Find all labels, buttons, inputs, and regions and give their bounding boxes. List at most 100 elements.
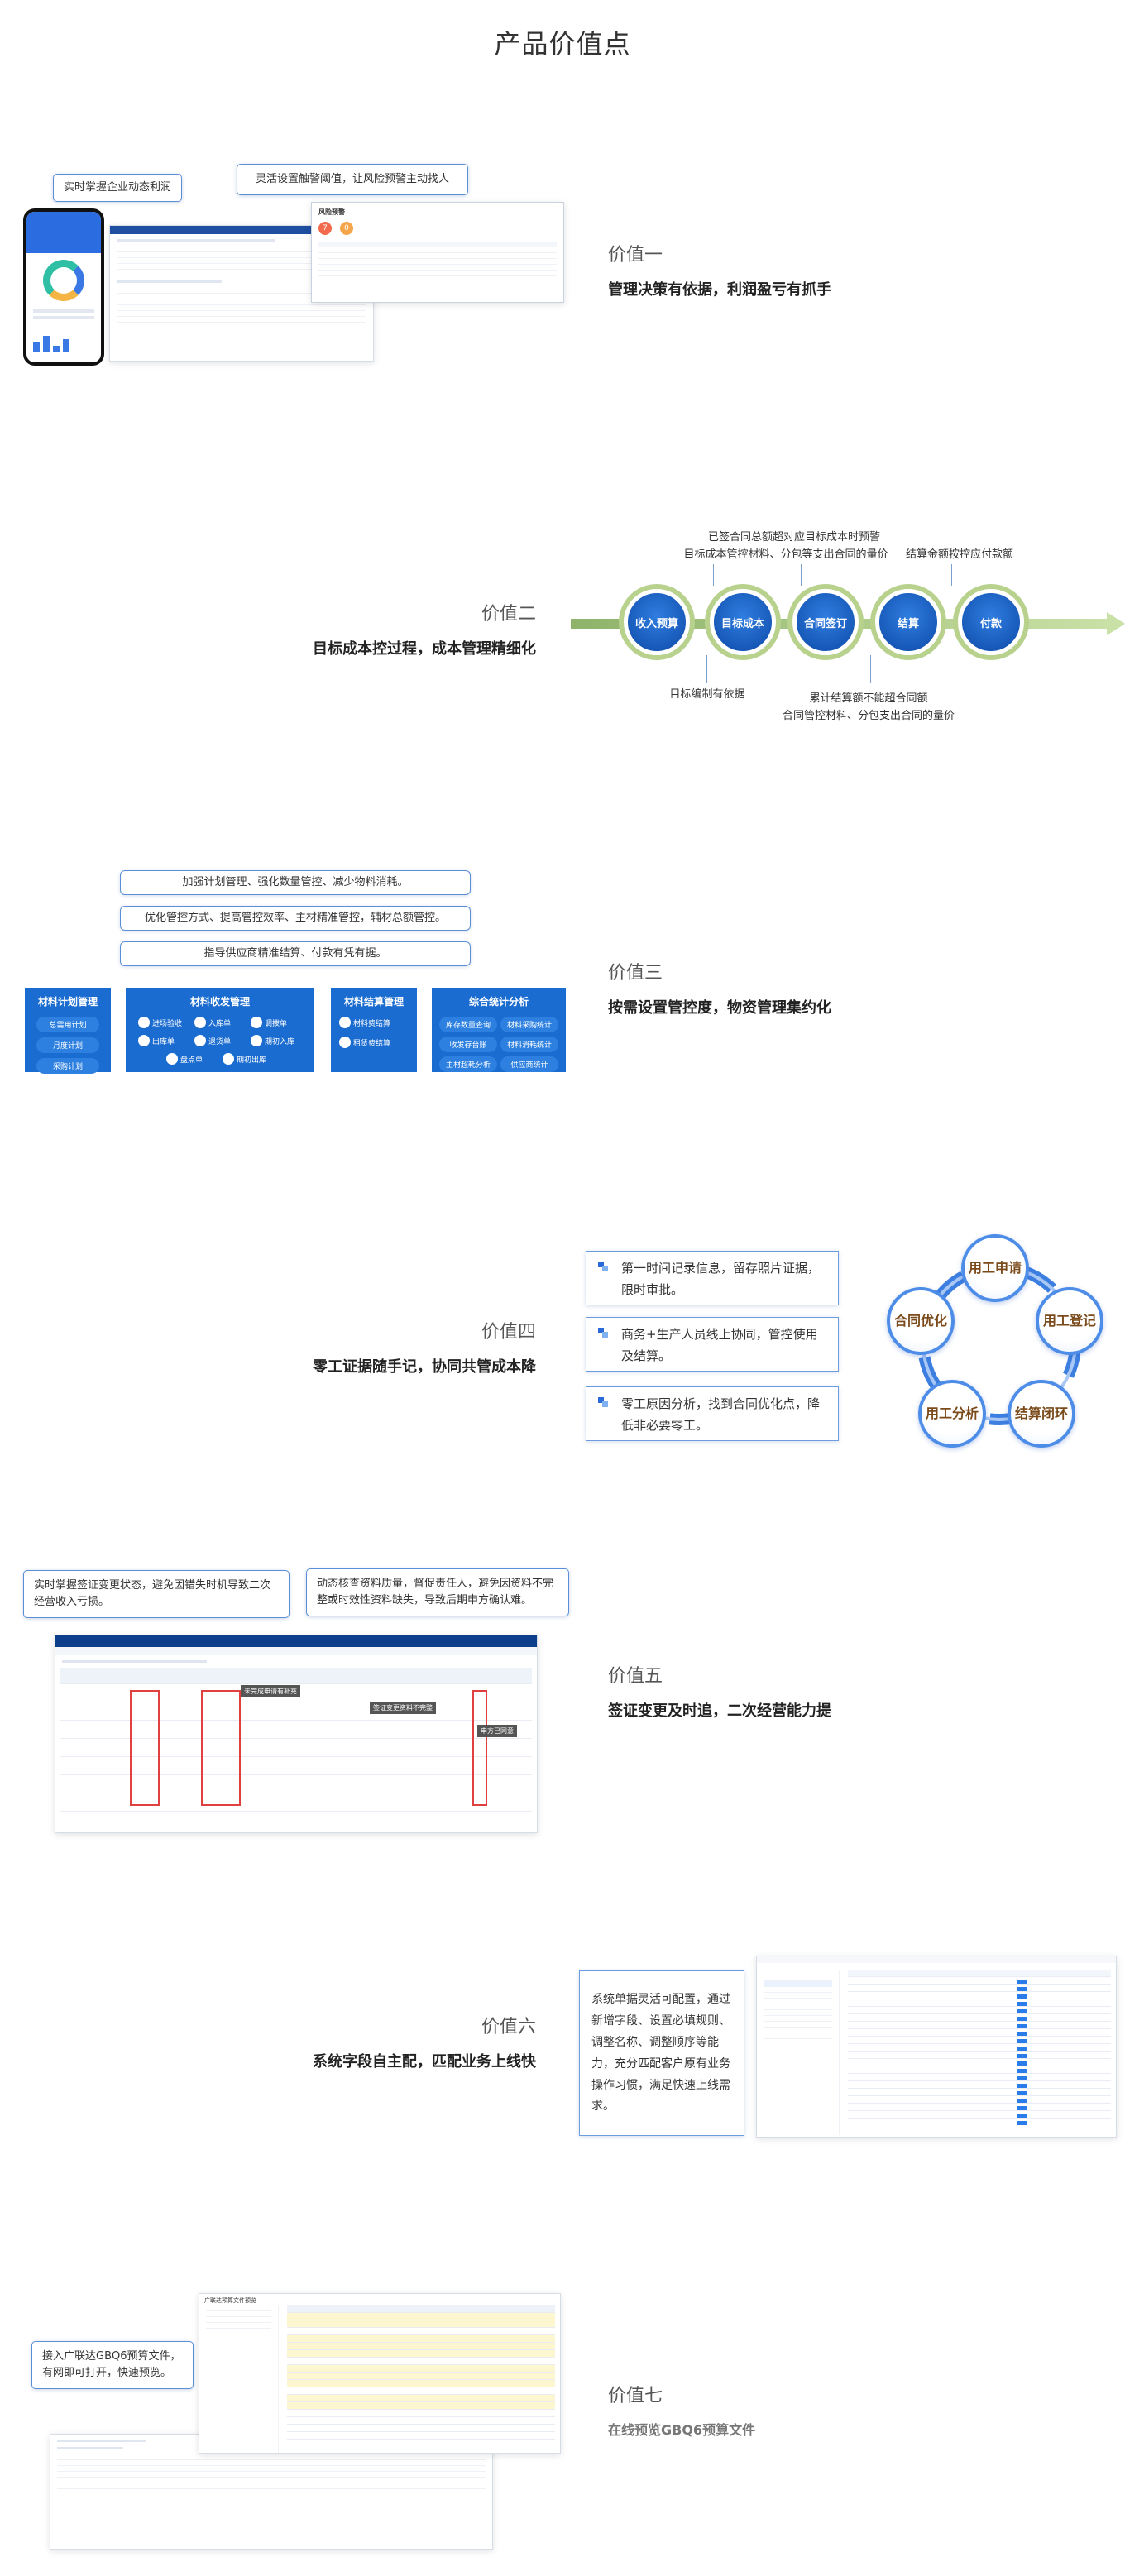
value7-callout: 接入广联达GBQ6预算文件，有网即可打开，快速预览。 — [31, 2341, 194, 2390]
box-icon — [251, 1035, 262, 1046]
value5-title: 价值五 — [608, 1666, 663, 1687]
card-item: 盘点单 — [166, 1053, 218, 1065]
box-icon — [251, 1017, 262, 1028]
card-item: 期初入库 — [251, 1035, 302, 1046]
value2-connector-1 — [713, 564, 714, 586]
value7-title: 价值七 — [608, 2386, 663, 2406]
value1-callout-left: 实时掌握企业动态利润 — [53, 174, 183, 203]
value5-subtitle: 签证变更及时追，二次经营能力提 — [608, 1702, 831, 1720]
value7-text: 价值七 在线预览GBQ6预算文件 — [608, 2381, 755, 2439]
highlight-box — [201, 1690, 241, 1806]
box-icon — [138, 1035, 150, 1046]
tooltip: 签证变更资料不完整 — [370, 1702, 436, 1714]
value5-text: 价值五 签证变更及时追，二次经营能力提 — [608, 1661, 831, 1721]
value3-card-plan: 材料计划管理 总需用计划 月度计划 采购计划 — [25, 988, 111, 1074]
card-title: 材料计划管理 — [37, 996, 98, 1008]
value2-note-bottom-1: 累计结算额不能超合同额 — [809, 692, 928, 705]
box-icon — [194, 1017, 206, 1028]
value2-connector-2 — [801, 564, 802, 586]
card-item: 期初出库 — [223, 1053, 274, 1065]
bullet-icon — [598, 1328, 608, 1338]
value4-text: 价值四 零工证据随手记，协同共管成本降 — [205, 1317, 536, 1377]
value2-connector-3 — [951, 564, 952, 586]
value2-note-bottom-left: 目标编制有依据 — [669, 688, 745, 701]
value2-note-bottom-2: 合同管控材料、分包支出合同的量价 — [782, 710, 955, 722]
visa-list-screenshot: 未完成申请有补充 签证变更资料不完整 申方已同意 — [55, 1635, 538, 1833]
value2-connector-5 — [870, 655, 871, 683]
value3-text: 价值三 按需设置管控度，物资管理集约化 — [608, 958, 831, 1017]
value2-text: 价值二 目标成本控过程，成本管理精细化 — [205, 599, 536, 658]
card-item: 材料采购统计 — [500, 1017, 558, 1032]
value6-box: 系统单据灵活可配置，通过新增字段、设置必填规则、调整名称、调整顺序等能力，充分匹… — [579, 1970, 744, 2136]
value2-node-4: 结算 — [875, 589, 941, 655]
card-item: 总需用计划 — [36, 1017, 99, 1032]
card-item: 采购计划 — [36, 1058, 99, 1074]
value3-pill-2: 优化管控方式、提高管控效率、主材精准管控，辅材总额管控。 — [120, 906, 471, 931]
card-item: 进场验收 — [138, 1017, 189, 1028]
value3-pill-1: 加强计划管理、强化数量管控、减少物料消耗。 — [120, 870, 471, 895]
value4-title: 价值四 — [481, 1322, 536, 1343]
value7-subtitle: 在线预览GBQ6预算文件 — [608, 2422, 756, 2438]
field-config-screenshot — [756, 1956, 1117, 2138]
value2-note-top-right: 结算金额按控应付款额 — [905, 548, 1013, 561]
value3-card-stats: 综合统计分析 库存数量查询 材料采购统计 收发存台账 材料消耗统计 主材超耗分析… — [432, 988, 566, 1072]
cycle-node-analyze: 用工分析 — [918, 1380, 986, 1448]
value1-title: 价值一 — [608, 245, 663, 266]
value3-card-receive: 材料收发管理 进场验收 入库单 调拨单 出库单 退货单 期初入库 盘点单 期初出… — [126, 988, 314, 1072]
value1-text: 价值一 管理决策有依据，利润盈亏有抓手 — [608, 240, 831, 299]
money-icon — [339, 1037, 351, 1048]
card-item: 月度计划 — [36, 1037, 99, 1053]
card-title: 材料收发管理 — [189, 996, 250, 1008]
box-icon — [223, 1053, 234, 1065]
value2-title: 价值二 — [481, 604, 536, 625]
value5-callout-left: 实时掌握签证变更状态，避免因错失时机导致二次经营收入亏损。 — [23, 1570, 290, 1619]
card-item: 材料费结算 — [339, 1017, 409, 1028]
card-item: 供应商统计 — [500, 1056, 558, 1072]
phone-mockup — [23, 208, 104, 366]
card-title: 材料结算管理 — [343, 996, 404, 1008]
card-item: 入库单 — [194, 1017, 246, 1028]
value4-item-1: 第一时间记录信息，留存照片证据，限时审批。 — [586, 1251, 839, 1305]
value4-subtitle: 零工证据随手记，协同共管成本降 — [313, 1358, 536, 1376]
card-item: 租赁费结算 — [339, 1037, 409, 1048]
card-item: 库存数量查询 — [439, 1017, 497, 1032]
card-item: 主材超耗分析 — [439, 1056, 497, 1072]
bullet-icon — [598, 1397, 608, 1407]
bullet-icon — [598, 1262, 608, 1271]
card-title: 综合统计分析 — [468, 996, 529, 1008]
value2-subtitle: 目标成本控过程，成本管理精细化 — [313, 640, 536, 658]
value6-text: 价值六 系统字段自主配，匹配业务上线快 — [205, 2012, 536, 2071]
card-item: 退货单 — [194, 1035, 246, 1046]
value3-subtitle: 按需设置管控度，物资管理集约化 — [608, 999, 831, 1017]
value3-pill-3: 指导供应商精准结算、付款有凭有据。 — [120, 941, 471, 966]
money-icon — [339, 1017, 351, 1028]
highlight-box — [472, 1690, 487, 1806]
card-item: 出库单 — [138, 1035, 189, 1046]
box-icon — [194, 1035, 206, 1046]
value2-note-top-2: 目标成本管控材料、分包等支出合同的量价 — [683, 548, 888, 561]
box-icon — [166, 1053, 178, 1065]
cycle-node-optimize: 合同优化 — [887, 1287, 955, 1355]
gbq6-preview-screenshot: 广联达预算文件预览 — [199, 2293, 561, 2454]
value2-node-1: 收入预算 — [624, 589, 690, 655]
cycle-node-close: 结算闭环 — [1008, 1380, 1075, 1448]
page-title: 产品价值点 — [494, 28, 631, 60]
tooltip: 未完成申请有补充 — [241, 1685, 300, 1697]
value3-title: 价值三 — [608, 963, 663, 984]
value2-connector-4 — [706, 655, 707, 683]
card-item: 材料消耗统计 — [500, 1037, 558, 1052]
cycle-node-register: 用工登记 — [1036, 1287, 1103, 1355]
value2-node-2: 目标成本 — [710, 589, 776, 655]
risk-badge-b: 0 — [340, 222, 353, 235]
value2-node-5: 付款 — [958, 589, 1024, 655]
value4-item-2: 商务+生产人员线上协同，管控使用及结算。 — [586, 1317, 839, 1372]
value6-subtitle: 系统字段自主配，匹配业务上线快 — [313, 2053, 536, 2071]
mock-title: 广联达预算文件预览 — [204, 2297, 256, 2304]
value1-callout-right: 灵活设置触警阈值，让风险预警主动找人 — [237, 164, 469, 196]
value4-item-3: 零工原因分析，找到合同优化点，降低非必要零工。 — [586, 1386, 839, 1441]
card-item: 收发存台账 — [439, 1037, 497, 1052]
value1-subtitle: 管理决策有依据，利润盈亏有抓手 — [608, 281, 831, 299]
toggle-column — [1017, 1980, 1027, 2128]
value3-card-settle: 材料结算管理 材料费结算 租赁费结算 — [331, 988, 417, 1072]
card-item: 调拨单 — [251, 1017, 302, 1028]
